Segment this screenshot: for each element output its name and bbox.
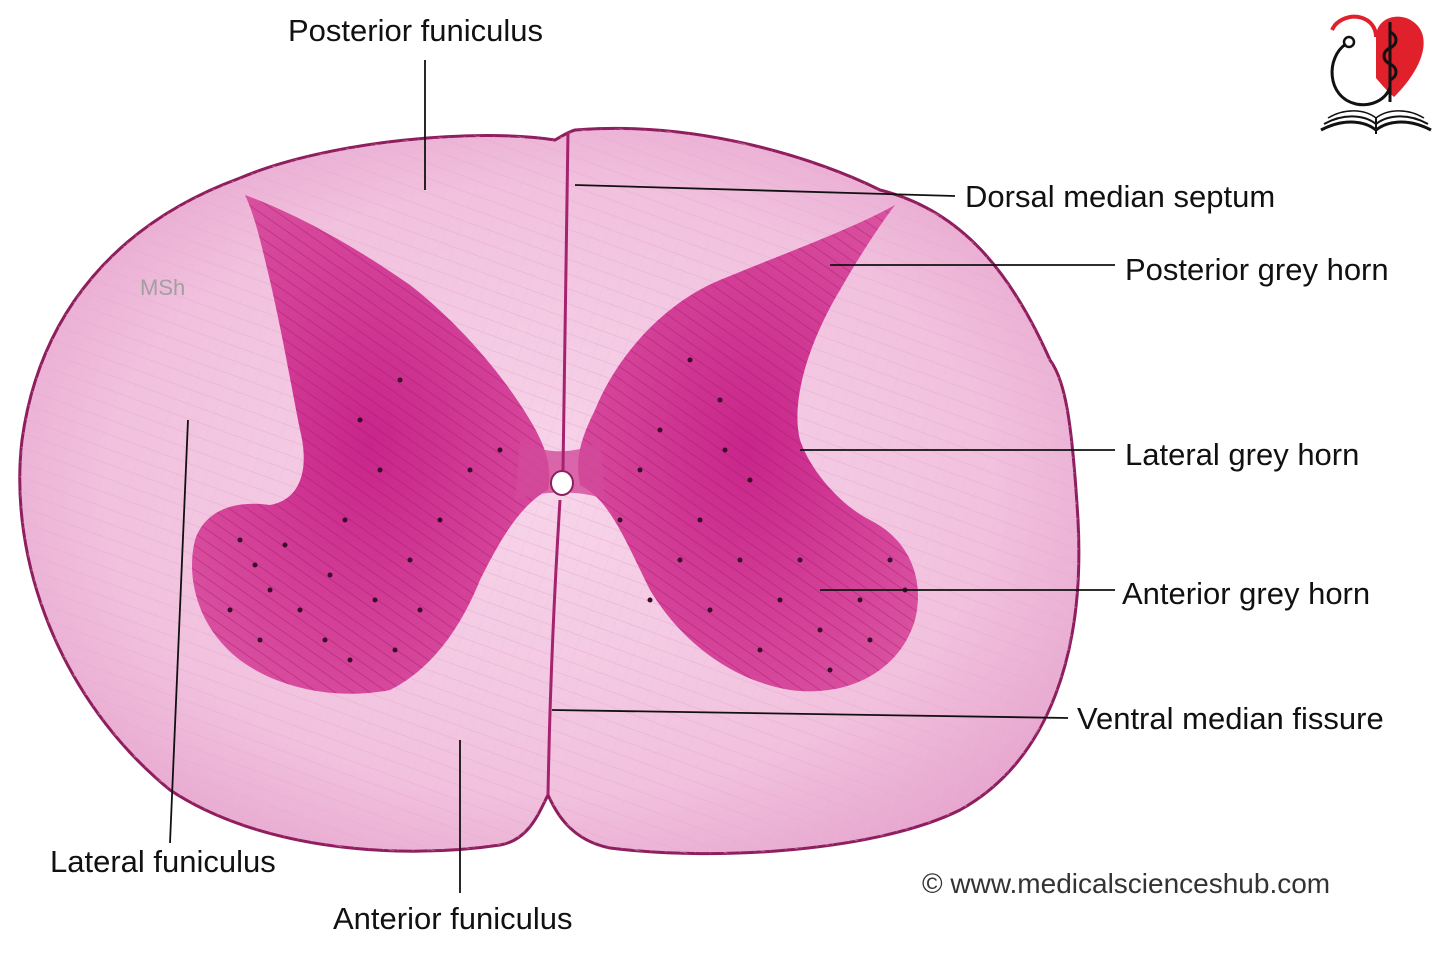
label-posterior-grey-horn: Posterior grey horn (1125, 252, 1389, 287)
label-posterior-funiculus: Posterior funiculus (288, 13, 544, 48)
stethoscope-heart-book-logo-icon (1320, 14, 1432, 134)
leader-lines (169, 60, 1115, 893)
label-dorsal-median-septum: Dorsal median septum (965, 179, 1276, 214)
label-anterior-grey-horn: Anterior grey horn (1122, 576, 1371, 611)
leader-ventral-median-fissure (551, 709, 1069, 719)
leader-lateral-funiculus (169, 419, 189, 844)
grey-matter-left-texture (192, 195, 550, 694)
central-canal (550, 470, 574, 496)
neuron-cell-bodies-right (617, 357, 908, 673)
dorsal-median-septum (561, 131, 570, 471)
grey-matter-right-texture (578, 205, 918, 692)
label-lateral-grey-horn: Lateral grey horn (1125, 437, 1360, 472)
watermark: MSh (140, 275, 186, 300)
label-ventral-median-fissure: Ventral median fissure (1077, 701, 1384, 736)
neuron-cell-bodies-left (227, 377, 503, 663)
copyright-notice: © www.medicalscienceshub.com (922, 868, 1331, 899)
leader-dorsal-median-septum (574, 184, 956, 197)
grey-commissure (515, 440, 605, 500)
label-anterior-funiculus: Anterior funiculus (333, 901, 573, 936)
label-lateral-funiculus: Lateral funiculus (50, 844, 276, 879)
ventral-median-fissure (546, 499, 562, 796)
